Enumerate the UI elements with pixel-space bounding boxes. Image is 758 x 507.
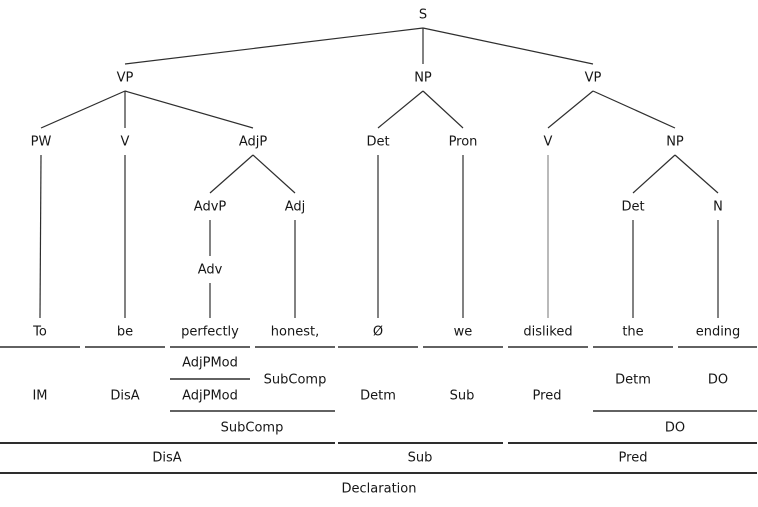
function-label-declaration: Declaration	[339, 481, 419, 497]
function-label-disa: DisA	[108, 388, 142, 404]
tree-edge-np2-n	[674, 154, 719, 194]
function-label-subcomp: SubComp	[218, 420, 286, 436]
function-label-disa: DisA	[150, 450, 184, 466]
tree-node-det: Det	[619, 199, 647, 215]
word-to: To	[31, 324, 49, 340]
function-label-pred: Pred	[616, 450, 650, 466]
tree-edge-s-vp1	[124, 27, 424, 65]
function-label-im: IM	[30, 388, 50, 404]
tree-node-np: NP	[664, 134, 686, 150]
tree-edge-vp2-v2	[547, 90, 594, 129]
function-label-adjpmod: AdjPMod	[180, 355, 240, 371]
word-we: we	[451, 324, 475, 340]
function-label-sub: Sub	[405, 450, 435, 466]
word-item-4: Ø	[370, 324, 386, 340]
tree-edge-pw-w1	[39, 154, 42, 319]
function-label-sub: Sub	[447, 388, 477, 404]
tree-edge-vp1-adjp	[124, 90, 254, 129]
word-the: the	[620, 324, 646, 340]
tree-node-np: NP	[412, 70, 434, 86]
tree-node-s: S	[416, 7, 430, 23]
tree-node-vp: VP	[114, 70, 136, 86]
word-perfectly: perfectly	[179, 324, 241, 340]
word-honest: honest,	[268, 324, 322, 340]
tree-node-adv: Adv	[195, 262, 225, 278]
function-label-detm: Detm	[613, 372, 653, 388]
tree-node-v: V	[541, 134, 555, 150]
function-label-adjpmod: AdjPMod	[180, 388, 240, 404]
tree-edge-adjp-advp	[209, 154, 254, 194]
tree-edge-vp1-pw	[40, 90, 126, 129]
tree-node-det: Det	[364, 134, 392, 150]
tree-node-v: V	[118, 134, 132, 150]
tree-node-n: N	[711, 199, 725, 215]
function-label-detm: Detm	[358, 388, 398, 404]
tree-node-pron: Pron	[446, 134, 480, 150]
tree-node-advp: AdvP	[191, 199, 229, 215]
function-label-pred: Pred	[530, 388, 564, 404]
tree-edge-np1-det1	[377, 90, 424, 129]
tree-edge-vp2-np2	[592, 90, 676, 129]
word-disliked: disliked	[521, 324, 575, 340]
word-be: be	[114, 324, 136, 340]
function-label-do: DO	[705, 372, 731, 388]
function-label-do: DO	[662, 420, 688, 436]
tree-edge-np1-pron	[422, 90, 464, 129]
tree-node-adjp: AdjP	[236, 134, 270, 150]
tree-edge-np2-det2	[632, 154, 676, 194]
tree-node-vp: VP	[582, 70, 604, 86]
word-ending: ending	[693, 324, 743, 340]
tree-edge-adjp-adj	[252, 154, 296, 194]
function-label-subcomp: SubComp	[261, 372, 329, 388]
tree-node-pw: PW	[28, 134, 54, 150]
tree-node-adj: Adj	[282, 199, 308, 215]
tree-edge-s-vp2	[422, 27, 594, 65]
